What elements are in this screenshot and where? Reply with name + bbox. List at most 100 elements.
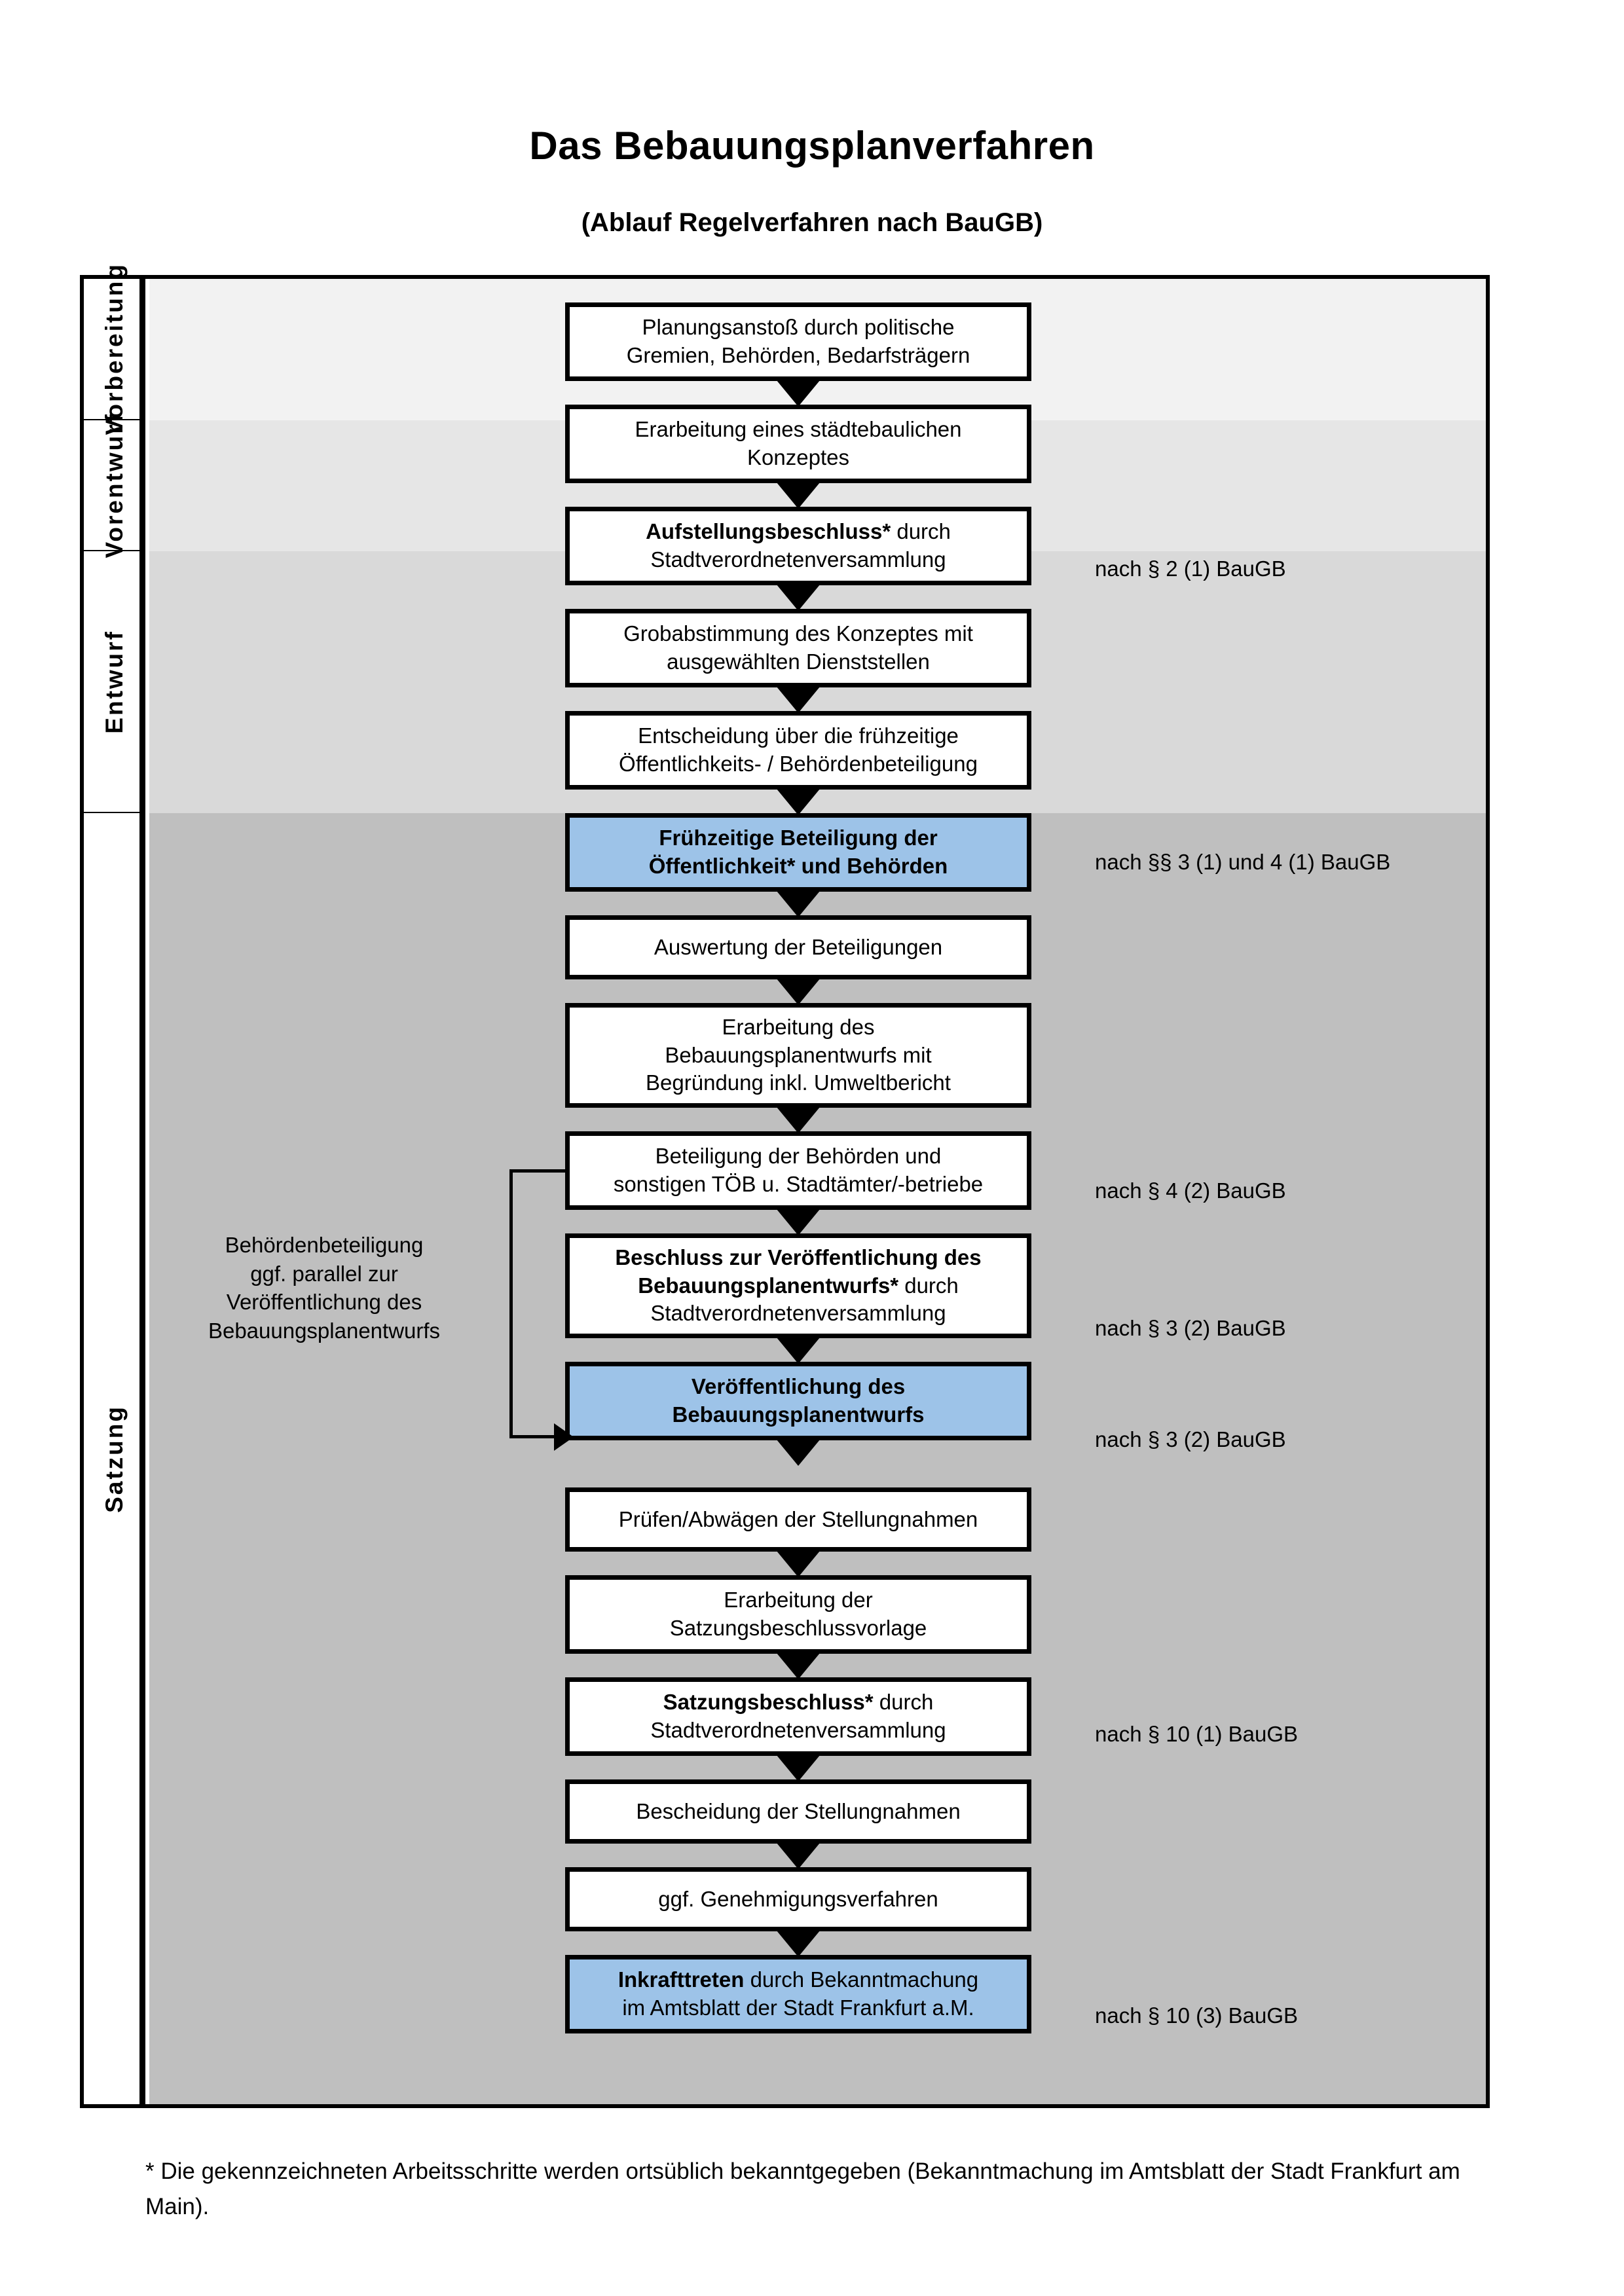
connector-vertical-segment [509, 1169, 513, 1437]
node-bold-text: Beschluss zur Veröffentlichung des [615, 1245, 982, 1269]
node-rest-text: durch [873, 1690, 934, 1715]
node-entscheidung-fruehzeitig[interactable]: Entscheidung über die frühzeitige Öffent… [565, 711, 1031, 790]
side-note-line: ggf. parallel zur [250, 1261, 398, 1286]
connector-bottom-segment [509, 1435, 557, 1438]
node-line: Inkrafttreten durch Bekanntmachung [618, 1966, 978, 1994]
arrow-down-icon [773, 376, 823, 407]
node-line: Aufstellungsbeschluss* durch [646, 518, 951, 546]
node-line: Stadtverordnetenversammlung [650, 1718, 946, 1742]
node-pruefen-abwaegen[interactable]: Prüfen/Abwägen der Stellungnahmen [565, 1487, 1031, 1552]
lane-label-text: Satzung [101, 1404, 128, 1513]
node-line: ausgewählten Dienststellen [667, 649, 930, 674]
side-note-line: Veröffentlichung des [226, 1290, 422, 1315]
lane-label-entwurf: Entwurf [84, 551, 145, 813]
arrow-down-icon [773, 1839, 823, 1869]
node-line: Bebauungsplanentwurfs* durch [615, 1272, 981, 1300]
node-line: Begründung inkl. Umweltbericht [646, 1070, 951, 1095]
node-inkrafttreten[interactable]: Inkrafttreten durch Bekanntmachung im Am… [565, 1955, 1031, 2033]
node-aufstellungsbeschluss[interactable]: Aufstellungsbeschluss* durch Stadtverord… [565, 507, 1031, 585]
side-note-line: Bebauungsplanentwurfs [208, 1318, 441, 1343]
lane-label-text: Vorentwurf [101, 412, 128, 558]
lane-label-column: Vorbereitung Vorentwurf Entwurf Satzung [84, 263, 145, 2104]
node-rest-text: durch [898, 1273, 959, 1298]
arrow-down-icon [773, 887, 823, 917]
arrow-down-icon [773, 1334, 823, 1364]
node-line: Erarbeitung eines städtebaulichen [635, 417, 962, 442]
node-line: Gremien, Behörden, Bedarfsträgern [626, 343, 970, 367]
node-line: Auswertung der Beteiligungen [654, 934, 943, 959]
lane-label-text: Entwurf [101, 629, 128, 734]
node-beschluss-veroeffentlichung[interactable]: Beschluss zur Veröffentlichung des Bebau… [565, 1233, 1031, 1338]
connector-top-segment [509, 1169, 568, 1173]
node-satzungsbeschlussvorlage[interactable]: Erarbeitung der Satzungsbeschlussvorlage [565, 1575, 1031, 1654]
node-line: Erarbeitung der [724, 1588, 873, 1613]
arrow-down-icon [773, 479, 823, 509]
node-line: Veröffentlichung des [691, 1374, 906, 1399]
arrow-down-icon [773, 581, 823, 611]
node-auswertung[interactable]: Auswertung der Beteiligungen [565, 915, 1031, 979]
node-line: im Amtsblatt der Stadt Frankfurt a.M. [622, 1995, 974, 2020]
node-veroeffentlichung[interactable]: Veröffentlichung des Bebauungsplanentwur… [565, 1362, 1031, 1440]
node-line: Frühzeitige Beteiligung der [659, 826, 938, 850]
node-konzept[interactable]: Erarbeitung eines städtebaulichen Konzep… [565, 405, 1031, 483]
lane-label-text: Vorbereitung [101, 263, 128, 435]
node-line: Bescheidung der Stellungnahmen [636, 1798, 961, 1823]
node-rest-text: durch [891, 519, 951, 544]
node-erarbeitung-entwurf[interactable]: Erarbeitung des Bebauungsplanentwurfs mi… [565, 1003, 1031, 1108]
para-note-4-2: nach § 4 (2) BauGB [1095, 1178, 1286, 1203]
node-line: Bebauungsplanentwurfs mit [665, 1042, 932, 1067]
arrow-down-icon [773, 975, 823, 1005]
para-note-3-2-b: nach § 3 (2) BauGB [1095, 1427, 1286, 1451]
arrow-right-icon [554, 1423, 574, 1451]
arrow-down-icon [773, 1547, 823, 1577]
node-line: Satzungsbeschluss* durch [650, 1688, 946, 1717]
arrow-down-icon [773, 1751, 823, 1781]
arrow-down-icon [773, 1205, 823, 1235]
node-line: Beteiligung der Behörden und [655, 1144, 942, 1169]
arrow-down-icon [773, 1927, 823, 1957]
node-rest-text: durch Bekanntmachung [744, 1967, 979, 1992]
node-line: ggf. Genehmigungsverfahren [658, 1886, 938, 1911]
arrow-down-icon [773, 785, 823, 815]
para-note-10-3: nach § 10 (3) BauGB [1095, 2003, 1299, 2028]
side-note-line: Behördenbeteiligung [225, 1233, 424, 1257]
node-line: Bebauungsplanentwurfs [672, 1402, 925, 1427]
footnote-text: * Die gekennzeichneten Arbeitsschritte w… [145, 2159, 1460, 2220]
node-beteiligung-behoerden[interactable]: Beteiligung der Behörden und sonstigen T… [565, 1131, 1031, 1210]
lane-label-vorbereitung: Vorbereitung [84, 263, 145, 435]
node-line: Konzeptes [747, 445, 849, 469]
node-line: Entscheidung über die frühzeitige [638, 723, 959, 748]
node-genehmigungsverfahren[interactable]: ggf. Genehmigungsverfahren [565, 1867, 1031, 1931]
arrow-down-icon [773, 683, 823, 713]
node-line: sonstigen TÖB u. Stadtämter/-betriebe [613, 1172, 984, 1196]
node-line: Grobabstimmung des Konzeptes mit [623, 621, 973, 646]
page-subtitle: (Ablauf Regelverfahren nach BauGB) [581, 208, 1043, 237]
node-line: Satzungsbeschlussvorlage [669, 1616, 927, 1640]
para-note-3-2-a: nach § 3 (2) BauGB [1095, 1316, 1286, 1340]
arrow-down-icon [773, 1436, 823, 1466]
node-bescheidung[interactable]: Bescheidung der Stellungnahmen [565, 1779, 1031, 1844]
node-line: Öffentlichkeit* und Behörden [648, 854, 948, 878]
lane-label-vorentwurf: Vorentwurf [84, 412, 145, 558]
page-title: Das Bebauungsplanverfahren [529, 124, 1095, 168]
node-line: Öffentlichkeits- / Behördenbeteiligung [619, 752, 978, 776]
side-note-behoerdenbeteiligung: Behördenbeteiligung ggf. parallel zur Ve… [183, 1231, 465, 1345]
node-grobabstimmung[interactable]: Grobabstimmung des Konzeptes mit ausgewä… [565, 609, 1031, 687]
node-line: Prüfen/Abwägen der Stellungnahmen [618, 1506, 978, 1531]
node-line: Planungsanstoß durch politische [642, 315, 955, 340]
para-note-10-1: nach § 10 (1) BauGB [1095, 1722, 1299, 1746]
node-bold-text: Inkrafttreten [618, 1967, 745, 1992]
node-fruehzeitige-beteiligung[interactable]: Frühzeitige Beteiligung der Öffentlichke… [565, 813, 1031, 892]
node-bold-text: Bebauungsplanentwurfs* [638, 1273, 899, 1298]
node-line: Beschluss zur Veröffentlichung des [615, 1244, 981, 1272]
node-line: Erarbeitung des [722, 1014, 875, 1039]
node-bold-text: Aufstellungsbeschluss* [646, 519, 891, 544]
node-planungsanstoss[interactable]: Planungsanstoß durch politische Gremien,… [565, 302, 1031, 381]
arrow-down-icon [773, 1103, 823, 1133]
arrow-down-icon [773, 1649, 823, 1679]
node-line: Stadtverordnetenversammlung [650, 547, 946, 572]
para-note-3-1-4-1: nach §§ 3 (1) und 4 (1) BauGB [1095, 850, 1391, 874]
para-note-2-1: nach § 2 (1) BauGB [1095, 556, 1286, 581]
node-satzungsbeschluss[interactable]: Satzungsbeschluss* durch Stadtverordnete… [565, 1677, 1031, 1756]
node-line: Stadtverordnetenversammlung [650, 1301, 946, 1326]
